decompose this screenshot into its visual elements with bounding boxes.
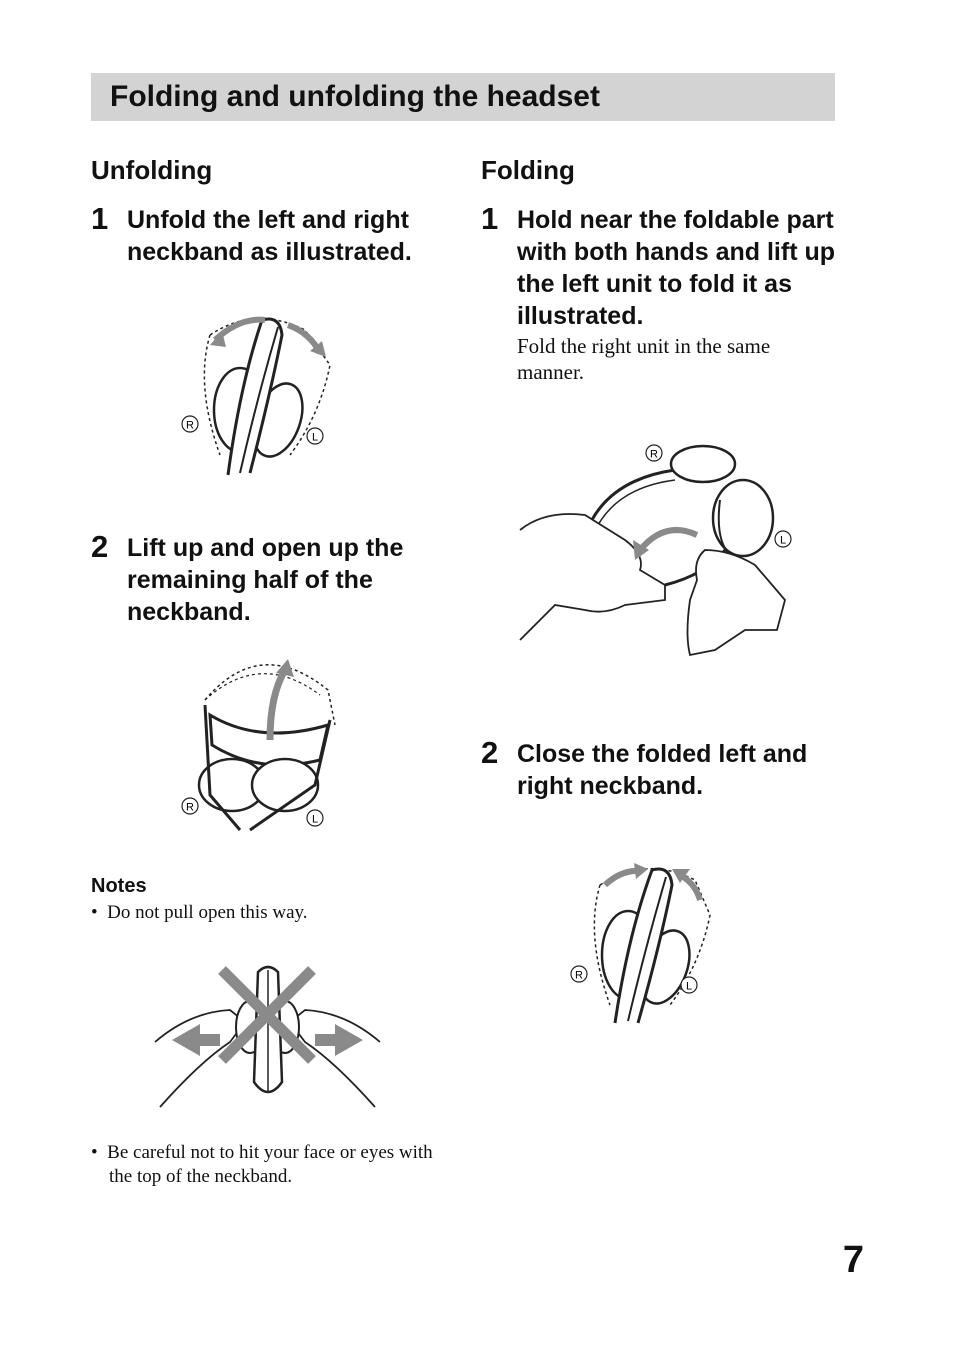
fold-step-1-detail: Fold the right unit in the same manner.	[517, 334, 771, 384]
fold-step-1-number: 1	[481, 201, 499, 236]
left-marker-icon: L	[680, 976, 698, 994]
note-item-2-text: Be careful not to hit your face or eyes …	[107, 1142, 433, 1187]
section-title-bar	[91, 73, 835, 121]
fold-step-2-illustration: R L	[570, 863, 711, 1024]
svg-text:L: L	[312, 432, 318, 444]
left-marker-icon: L	[774, 530, 792, 548]
page-number: 7	[842, 1239, 864, 1281]
right-marker-icon: R	[570, 965, 588, 983]
section-title: Folding and unfolding the headset	[110, 80, 600, 113]
right-marker-icon: R	[181, 415, 199, 433]
svg-text:R: R	[650, 449, 658, 461]
svg-text:L: L	[686, 981, 692, 993]
unfold-step-2-illustration: R L	[181, 659, 336, 832]
note-item-1-text: Do not pull open this way.	[107, 902, 308, 923]
fold-step-1-illustration: R L	[519, 444, 792, 657]
right-marker-icon: R	[181, 797, 199, 815]
unfolding-heading: Unfolding	[91, 155, 213, 185]
fold-step-2-number: 2	[481, 735, 499, 770]
svg-text:R: R	[186, 802, 194, 814]
note-item-2: • Be careful not to hit your face or eye…	[91, 1142, 433, 1187]
svg-text:L: L	[312, 814, 318, 826]
svg-text:R: R	[575, 970, 583, 982]
svg-text:L: L	[780, 535, 786, 547]
fold-step-1-text: Hold near the foldable part with both ha…	[517, 206, 836, 330]
do-not-pull-illustration	[154, 965, 381, 1108]
left-marker-icon: L	[306, 427, 324, 445]
unfold-step-1-text: Unfold the left and right neckband as il…	[127, 206, 412, 266]
fold-step-2-text: Close the folded left and right neckband…	[517, 740, 808, 800]
folding-heading: Folding	[481, 155, 575, 185]
unfold-step-2-number: 2	[91, 529, 109, 564]
unfold-step-1-illustration: R L	[181, 316, 331, 476]
note-item-1: • Do not pull open this way.	[91, 902, 308, 923]
right-marker-icon: R	[645, 444, 663, 462]
prohibited-x-icon	[218, 966, 316, 1064]
svg-text:R: R	[186, 420, 194, 432]
unfold-step-2-text: Lift up and open up the remaining half o…	[127, 534, 404, 626]
unfold-step-1-number: 1	[91, 201, 109, 236]
left-marker-icon: L	[306, 809, 324, 827]
notes-heading: Notes	[91, 875, 147, 897]
